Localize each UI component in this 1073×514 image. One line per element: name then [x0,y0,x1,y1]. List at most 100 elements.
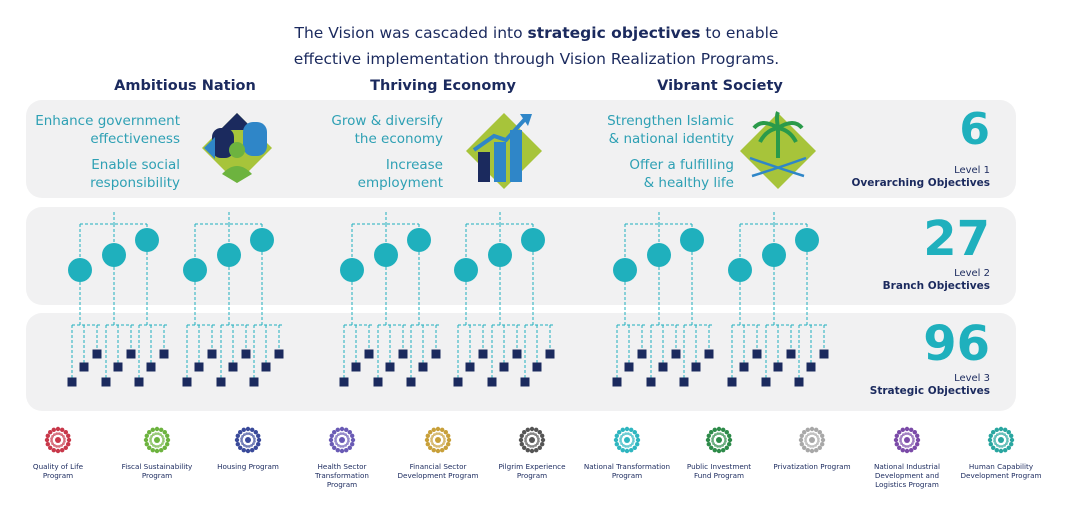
strategic-objective-node [207,349,217,359]
branch-objective-node [680,228,704,252]
strategic-objective-node [465,362,475,372]
program-label: Housing Program [217,462,279,471]
strategic-objective-node [819,349,829,359]
strategic-objective-node [159,349,169,359]
strategic-objective-node [249,377,259,387]
program-emblem-icon [987,426,1015,454]
program-emblem-icon [424,426,452,454]
strategic-objective-node [101,377,111,387]
strategic-objective-node [274,349,284,359]
pillar-title-vibrant-society: Vibrant Society [657,78,783,94]
level3-count: 96 [923,316,990,372]
strategic-objective-node [261,362,271,372]
level2-count: 27 [923,211,990,267]
branch-objective-node [795,228,819,252]
level2-band [26,207,1016,305]
strategic-objective-node [786,349,796,359]
program-emblem-icon [705,426,733,454]
strategic-objective-node [398,349,408,359]
branch-objective-node [407,228,431,252]
strategic-objective-node [704,349,714,359]
strategic-objective-node [512,349,522,359]
level1-label: Level 1 [954,165,990,176]
strategic-objective-node [794,377,804,387]
branch-objective-node [135,228,159,252]
level2-name: Branch Objectives [882,280,990,292]
program-emblem-icon [613,426,641,454]
program-emblem-icon [44,426,72,454]
strategic-objective-node [612,377,622,387]
branch-objective-node [183,258,207,282]
strategic-objective-node [658,362,668,372]
objective-islamic-identity: Strengthen Islamic& national identity [607,113,734,147]
strategic-objective-node [418,362,428,372]
level3-label: Level 3 [954,373,990,384]
branch-objective-node [613,258,637,282]
strategic-objective-node [453,377,463,387]
strategic-objective-node [216,377,226,387]
strategic-objective-node [373,377,383,387]
program-emblem-icon [143,426,171,454]
strategic-objective-node [624,362,634,372]
strategic-objective-node [671,349,681,359]
level3-band [26,313,1016,411]
branch-objective-node [647,243,671,267]
strategic-objective-node [67,377,77,387]
strategic-objective-node [637,349,647,359]
strategic-objective-node [228,362,238,372]
strategic-objective-node [385,362,395,372]
pillar-title-ambitious-nation: Ambitious Nation [114,78,256,94]
program-emblem-icon [518,426,546,454]
strategic-objective-node [487,377,497,387]
strategic-objective-node [773,362,783,372]
strategic-objective-node [146,362,156,372]
strategic-objective-node [806,362,816,372]
program-emblem-icon [798,426,826,454]
strategic-objective-node [406,377,416,387]
strategic-objective-node [113,362,123,372]
strategic-objective-node [431,349,441,359]
branch-objective-node [102,243,126,267]
branch-objective-node [374,243,398,267]
strategic-objective-node [364,349,374,359]
program-emblem-icon [893,426,921,454]
strategic-objective-node [351,362,361,372]
strategic-objective-node [499,362,509,372]
branch-objective-node [68,258,92,282]
program-emblem-icon [328,426,356,454]
branch-objective-node [762,243,786,267]
program-emblem-icon [234,426,262,454]
branch-objective-node [217,243,241,267]
level2-label: Level 2 [954,268,990,279]
strategic-objective-node [545,349,555,359]
strategic-objective-node [520,377,530,387]
level1-name: Overarching Objectives [851,177,991,189]
level1-count: 6 [959,104,990,155]
strategic-objective-node [739,362,749,372]
strategic-objective-node [79,362,89,372]
strategic-objective-node [691,362,701,372]
strategic-objective-node [752,349,762,359]
strategic-objective-node [126,349,136,359]
branch-objective-node [728,258,752,282]
strategic-objective-node [194,362,204,372]
level3-name: Strategic Objectives [869,385,990,397]
branch-objective-node [488,243,512,267]
strategic-objective-node [241,349,251,359]
strategic-objective-node [679,377,689,387]
strategic-objective-node [727,377,737,387]
strategic-objective-node [646,377,656,387]
branch-objective-node [340,258,364,282]
